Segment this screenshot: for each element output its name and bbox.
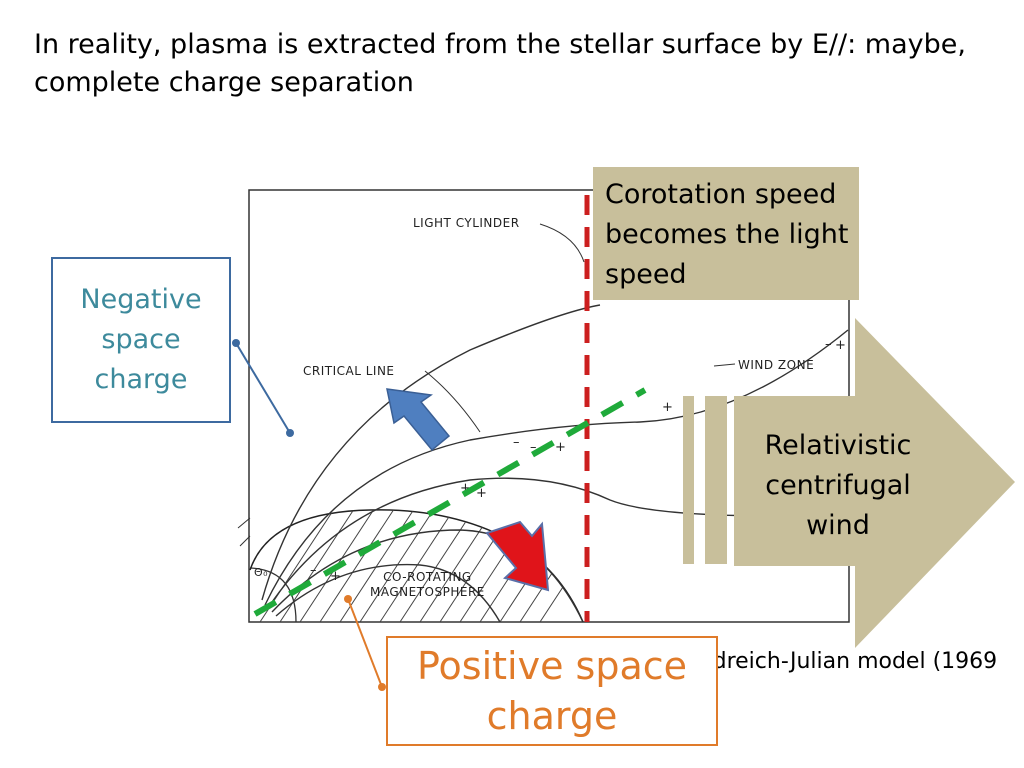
wind-bar-right	[705, 396, 727, 564]
wind-zone-leader	[713, 363, 736, 367]
negative-callout-dot-end	[286, 429, 294, 437]
wind-zone-label: WIND ZONE	[738, 358, 815, 372]
corotation-speed-text: Corotation speed becomes the light speed	[605, 179, 849, 290]
slide-title: In reality, plasma is extracted from the…	[34, 29, 966, 98]
negative-space-charge-box: Negative space charge	[51, 257, 231, 423]
corotating-label-line1: CO-ROTATING	[383, 570, 472, 584]
light-cylinder-leader	[539, 223, 585, 263]
svg-text:+: +	[555, 440, 566, 455]
critical-line-leader	[424, 370, 481, 433]
charge-signs: ––+ ++ –+ –+ +	[310, 337, 846, 584]
theta-label: Θ₀	[254, 566, 269, 579]
svg-text:+: +	[330, 569, 341, 584]
positive-callout-connector	[347, 598, 383, 688]
svg-text:–: –	[530, 440, 537, 455]
negative-space-charge-text: Negative space charge	[80, 284, 202, 395]
svg-text:+: +	[662, 400, 673, 415]
critical-line-label: CRITICAL LINE	[303, 364, 395, 378]
corotation-speed-box: Corotation speed becomes the light speed	[593, 167, 859, 300]
blue-outflow-arrow	[386, 388, 451, 452]
positive-space-charge-text: Positive space charge	[416, 644, 688, 738]
svg-text:+: +	[835, 338, 846, 353]
corotating-label-line2: MAGNETOSPHERE	[370, 585, 485, 599]
svg-text:–: –	[513, 435, 520, 450]
svg-text:+: +	[460, 481, 471, 496]
svg-text:+: +	[476, 486, 487, 501]
citation-text: Goldreich-Julian model (1969	[676, 649, 998, 674]
relativistic-wind-arrow	[734, 318, 1015, 648]
red-inflow-arrow	[485, 520, 550, 592]
svg-text:–: –	[825, 337, 832, 352]
positive-space-charge-box: Positive space charge	[386, 636, 718, 746]
svg-text:–: –	[310, 563, 317, 578]
rotation-marker	[237, 517, 251, 547]
positive-callout-dot	[344, 595, 352, 603]
positive-callout-dot-end	[378, 683, 386, 691]
corotating-magnetosphere-label: CO-ROTATING MAGNETOSPHERE	[370, 570, 485, 600]
negative-callout-connector	[235, 342, 291, 434]
wind-bar-left	[683, 396, 694, 564]
star-surface	[249, 567, 297, 623]
light-cylinder-label: LIGHT CYLINDER	[413, 216, 520, 230]
relativistic-wind-text: Relativistic centrifugal wind	[764, 430, 912, 541]
null-surface-dashed-line	[253, 387, 647, 617]
magnetic-field-lines	[261, 304, 849, 623]
negative-callout-dot	[232, 339, 240, 347]
